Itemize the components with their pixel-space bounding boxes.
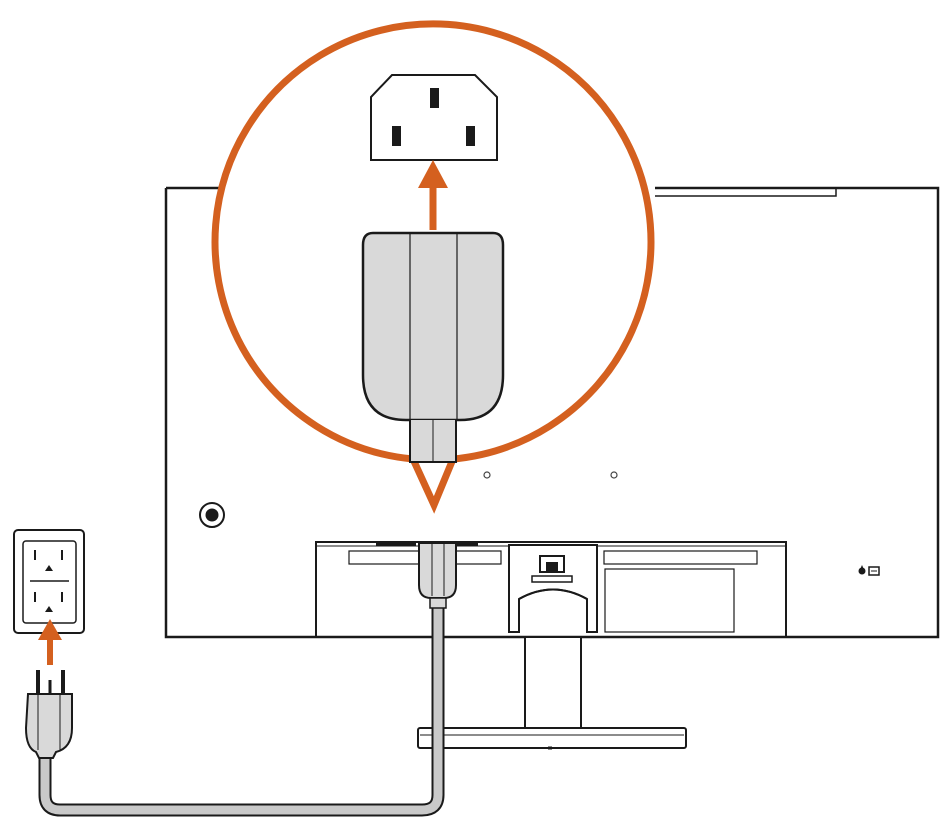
power-plug-icon (24, 670, 73, 759)
lock-slot-icon (858, 565, 880, 576)
screw-hole (610, 471, 618, 479)
screw-hole (483, 471, 491, 479)
magnified-callout (211, 20, 655, 514)
direction-arrow-icon (418, 160, 448, 230)
monitor-stand (417, 544, 687, 750)
power-button (199, 502, 225, 528)
power-cable (38, 598, 445, 817)
connector-plug-icon (418, 542, 457, 609)
ac-inlet-icon (370, 74, 498, 161)
connector-plug-icon (361, 231, 505, 463)
io-panel (315, 541, 787, 637)
wall-outlet-icon (13, 529, 85, 634)
direction-arrow-icon (38, 619, 62, 665)
